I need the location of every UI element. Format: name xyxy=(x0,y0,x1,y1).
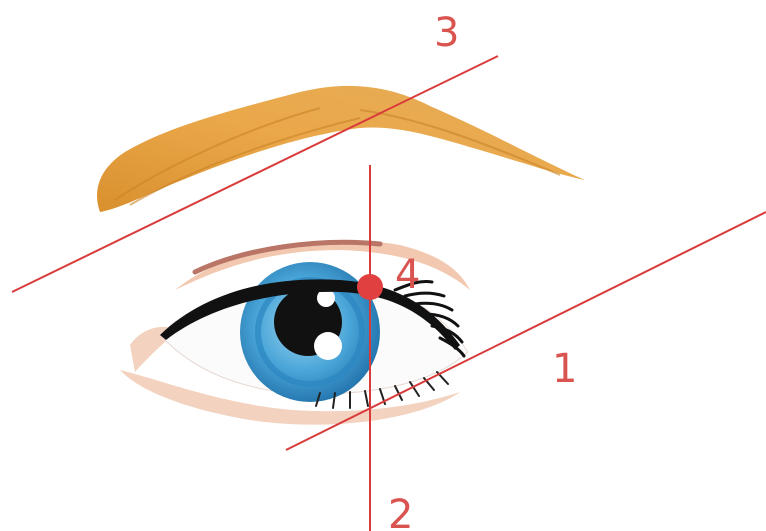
label-line-3: 3 xyxy=(434,10,459,56)
label-line-2: 2 xyxy=(388,492,413,531)
point-4-marker xyxy=(357,274,383,300)
label-point-4: 4 xyxy=(395,252,420,298)
eyebrow xyxy=(97,86,585,212)
highlight-large xyxy=(314,332,342,360)
label-line-1: 1 xyxy=(552,346,577,392)
